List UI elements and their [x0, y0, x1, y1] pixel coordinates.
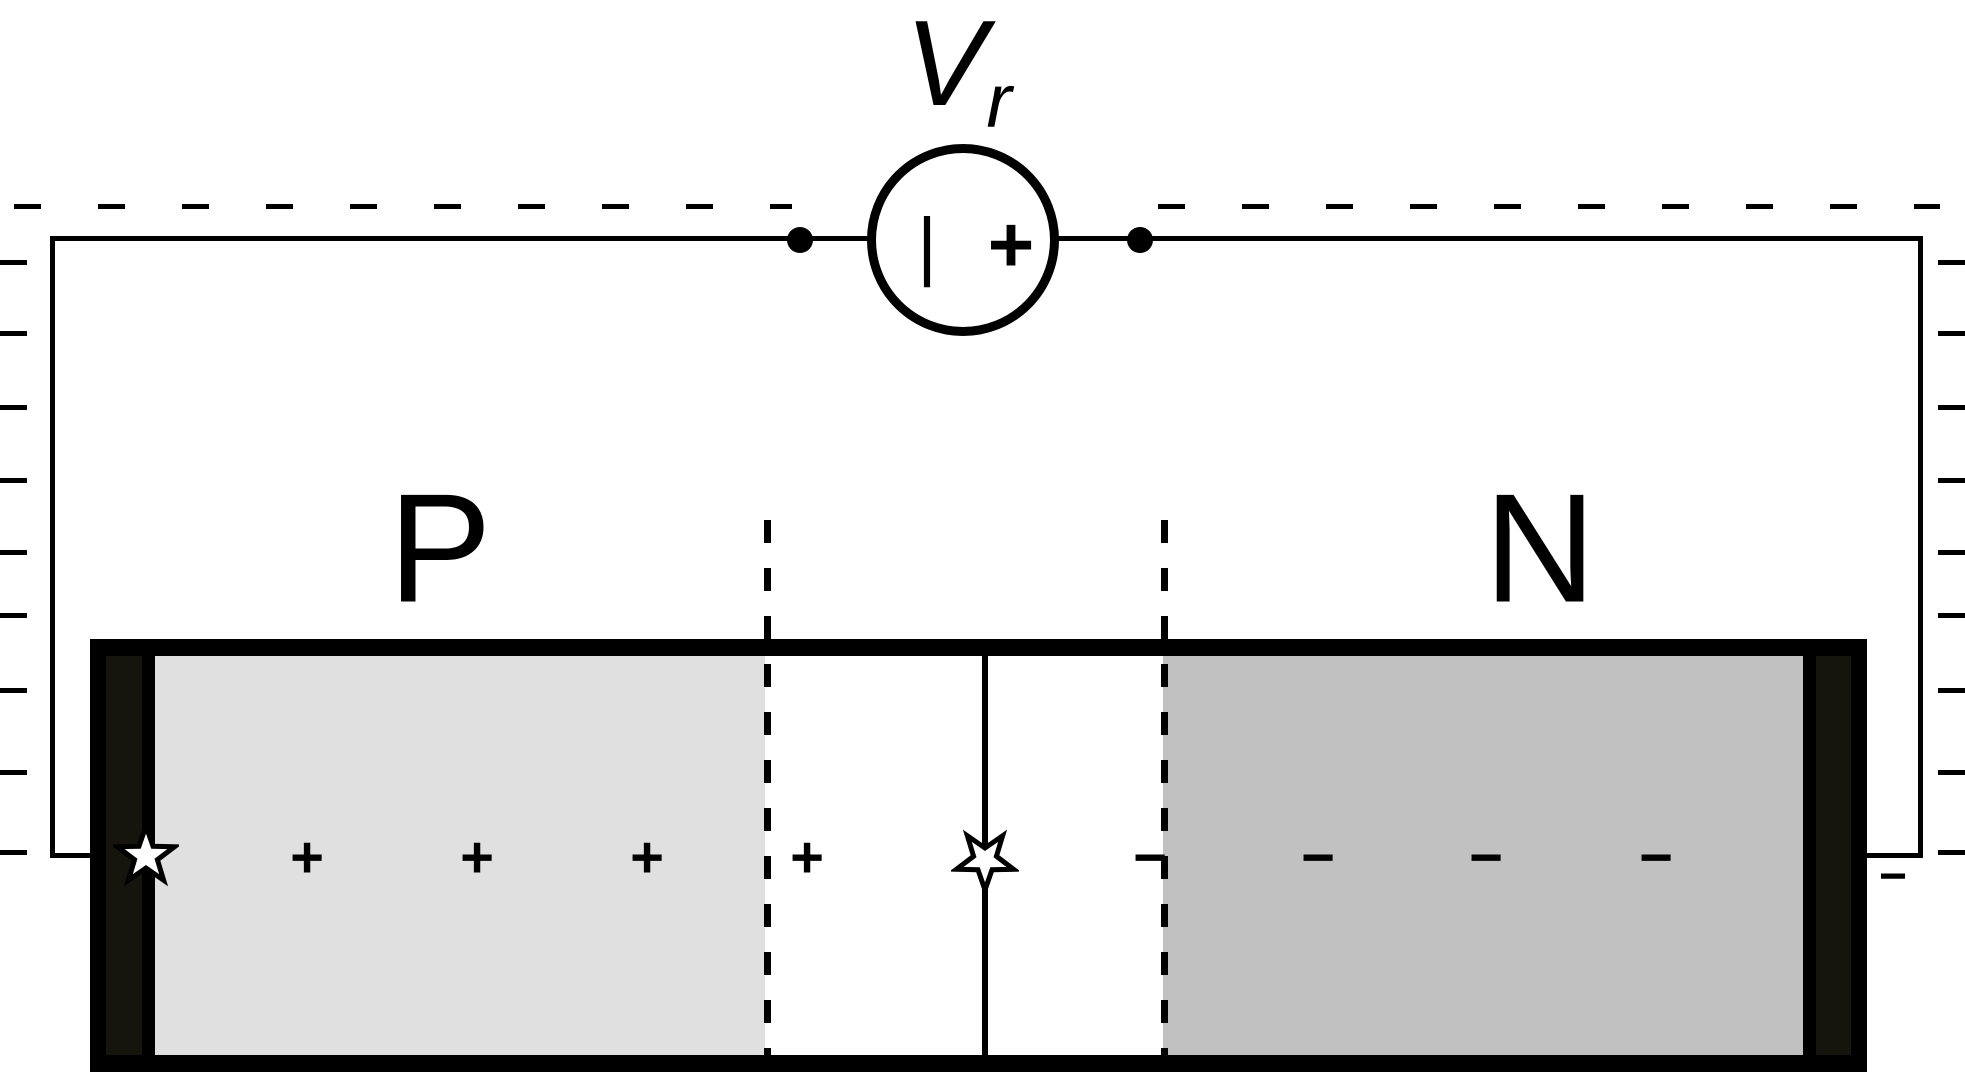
source-voltage-label: Vr [905, 2, 1012, 140]
edge-tick [1938, 550, 1965, 555]
wire-node-dot-left [787, 227, 813, 253]
wire-stub-right [1860, 853, 1923, 858]
n-region [1163, 656, 1803, 1055]
edge-tick [0, 550, 27, 555]
source-voltage-label-main: V [905, 0, 987, 131]
depletion-boundary-left-dashed [764, 520, 771, 1055]
source-negative-terminal: | [917, 203, 937, 288]
plus-charge-symbol: + [460, 825, 494, 890]
minus-charge-symbol: − [1639, 825, 1673, 890]
edge-tick [1938, 688, 1965, 693]
metal-contact-right [1803, 656, 1851, 1055]
wire-node-dot-right [1127, 227, 1153, 253]
edge-tick [1938, 260, 1965, 265]
source-positive-terminal: + [987, 200, 1035, 289]
edge-tick [0, 850, 27, 855]
right-terminal-minus-symbol: − [1878, 850, 1908, 903]
plus-charge-symbol: + [630, 825, 664, 890]
edge-tick [0, 478, 27, 483]
n-region-label: N [1484, 461, 1596, 635]
edge-tick [0, 260, 27, 265]
spark-star-icon [113, 823, 179, 887]
depletion-boundary-right-dashed [1161, 520, 1168, 1055]
depletion-region [765, 656, 1163, 1055]
minus-charge-symbol: − [1469, 825, 1503, 890]
wire-top-right [1057, 236, 1923, 241]
edge-tick [1938, 405, 1965, 410]
p-region [155, 656, 765, 1055]
edge-tick [0, 688, 27, 693]
edge-tick [0, 405, 27, 410]
edge-tick [0, 613, 27, 618]
edge-tick [1938, 478, 1965, 483]
plus-charge-symbol: + [790, 825, 824, 890]
edge-tick [1938, 770, 1965, 775]
edge-tick [0, 331, 27, 336]
edge-tick [1938, 613, 1965, 618]
dashed-boundary-top-left [14, 204, 792, 209]
plus-charge-symbol: + [290, 825, 324, 890]
minus-charge-symbol: − [1301, 825, 1335, 890]
wire-right-vertical [1918, 236, 1923, 858]
wire-top-left [50, 236, 870, 241]
wire-left-vertical [50, 236, 55, 858]
spark-star-icon [951, 829, 1019, 894]
edge-tick [0, 770, 27, 775]
minus-charge-symbol: − [1133, 825, 1167, 890]
voltage-source-icon: | + [867, 144, 1059, 336]
p-region-label: P [388, 461, 492, 635]
edge-tick [1938, 331, 1965, 336]
wire-stub-left [50, 853, 96, 858]
source-voltage-label-subscript: r [986, 59, 1012, 144]
edge-tick [1938, 850, 1965, 855]
dashed-boundary-top-right [1158, 204, 1940, 209]
